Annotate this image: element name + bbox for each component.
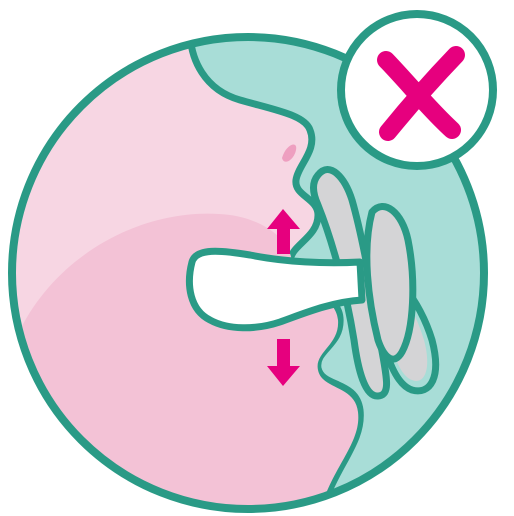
- pacifier-handle: [367, 207, 413, 360]
- x-badge: [341, 14, 493, 166]
